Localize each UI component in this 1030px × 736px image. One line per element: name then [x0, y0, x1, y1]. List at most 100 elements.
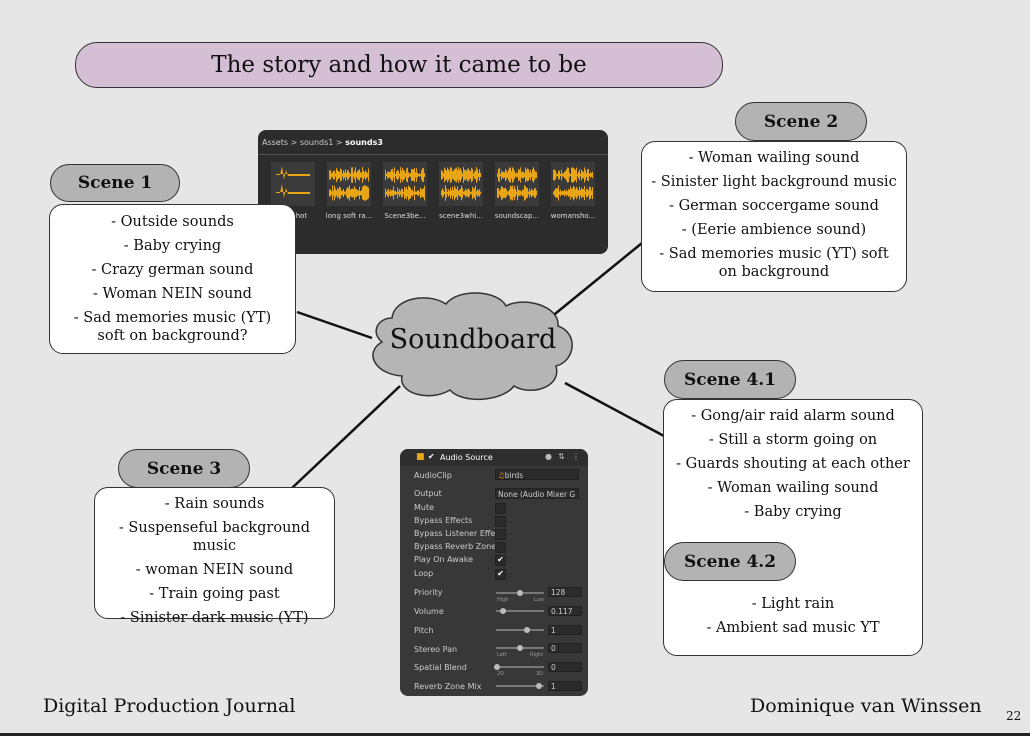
volume-input[interactable]: 0.117: [548, 606, 582, 616]
play-on-awake-checkbox[interactable]: ✔: [495, 555, 506, 566]
reverb-zone-mix-slider-handle[interactable]: [536, 683, 542, 689]
waveform-bar: [507, 172, 508, 178]
waveform-bar: [418, 189, 419, 197]
waveform-bar: [332, 172, 333, 178]
waveform-bar: [525, 186, 526, 200]
scene2-item: - (Eerie ambience sound): [681, 222, 867, 238]
waveform-bar: [560, 173, 561, 177]
waveform-bar: [340, 187, 341, 199]
waveform-bar: [339, 186, 340, 200]
waveform-bar: [502, 186, 503, 200]
pitch-slider-handle[interactable]: [524, 627, 530, 633]
crumb-sounds3[interactable]: sounds3: [345, 138, 383, 147]
scene1-item: - Baby crying: [123, 238, 222, 254]
waveform-bar: [367, 172, 368, 178]
waveform-bar: [349, 172, 350, 178]
asset-breadcrumb: Assets > sounds1 > sounds3: [262, 138, 383, 147]
connector-scene1: [296, 310, 373, 340]
waveform-bar: [335, 173, 336, 177]
crumb-sounds1[interactable]: sounds1: [299, 138, 334, 147]
scene42-label: Scene 4.2: [664, 542, 796, 581]
waveform-bar: [569, 189, 570, 197]
spatial-blend-slider-handle[interactable]: [494, 664, 500, 670]
loop-checkbox[interactable]: ✔: [495, 569, 506, 580]
waveform-bar: [464, 170, 465, 180]
pitch-slider[interactable]: [496, 629, 544, 631]
waveform-bar: [332, 185, 333, 201]
help-icon[interactable]: ●: [545, 452, 552, 461]
volume-slider[interactable]: [496, 610, 544, 612]
waveform-bar: [508, 191, 509, 195]
waveform-bar: [347, 187, 348, 199]
stereo-pan-slider-handle[interactable]: [517, 645, 523, 651]
settings-icon[interactable]: ⇅: [558, 452, 565, 461]
waveform-bar: [505, 187, 506, 199]
stereo-pan-input[interactable]: 0: [548, 643, 582, 653]
spatial-blend-input[interactable]: 0: [548, 662, 582, 672]
stereo-pan-label: Stereo Pan: [414, 645, 458, 654]
scene41-label: Scene 4.1: [664, 360, 796, 399]
waveform-bar: [455, 187, 456, 199]
reverb-zone-mix-input[interactable]: 1: [548, 681, 582, 691]
waveform-bar: [368, 168, 369, 182]
waveform-bar: [590, 187, 591, 199]
crumb-assets[interactable]: Assets: [262, 138, 289, 147]
waveform-bar: [421, 170, 422, 180]
spatial-blend-slider[interactable]: [496, 666, 544, 668]
waveform-bar: [342, 173, 343, 177]
pitch-input[interactable]: 1: [548, 625, 582, 635]
waveform-bar: [568, 189, 569, 197]
waveform-bar: [390, 171, 391, 179]
waveform-bar: [560, 189, 561, 197]
waveform-bar: [565, 191, 566, 195]
waveform-bar: [418, 173, 419, 177]
waveform-bar: [464, 190, 465, 196]
waveform-bar: [396, 191, 397, 195]
waveform-bar: [498, 168, 499, 182]
bypass-reverb-checkbox[interactable]: [495, 542, 506, 553]
connector-scene41: [564, 381, 665, 438]
waveform-bar: [511, 186, 512, 200]
waveform-bar: [479, 169, 480, 181]
reverb-zone-mix-slider[interactable]: [496, 685, 544, 687]
priority-label: Priority: [414, 588, 443, 597]
waveform-bar: [460, 168, 461, 182]
priority-input[interactable]: 128: [548, 587, 582, 597]
waveform-bar: [387, 171, 388, 179]
more-menu-icon[interactable]: ⋮: [572, 452, 580, 461]
page-number: 22: [1006, 709, 1022, 723]
bypass-listener-checkbox[interactable]: [495, 529, 506, 540]
waveform-bar: [444, 191, 445, 195]
audio-thumb-gunshot[interactable]: [271, 162, 315, 206]
waveform-bar: [462, 173, 463, 177]
waveform-bar: [407, 167, 408, 183]
waveform-bar: [461, 185, 462, 201]
waveform-bar: [471, 167, 472, 183]
volume-slider-handle[interactable]: [500, 608, 506, 614]
waveform-bar: [587, 189, 588, 197]
speaker-icon: ■: [416, 452, 425, 462]
waveform-bar: [451, 190, 452, 196]
play-on-awake-label: Play On Awake: [414, 555, 473, 564]
waveform-bar: [561, 169, 562, 181]
waveform-bar: [472, 168, 473, 182]
waveform-bar: [585, 169, 586, 181]
waveform-bar: [531, 188, 532, 198]
volume-label: Volume: [414, 607, 444, 616]
waveform-bar: [586, 188, 587, 198]
waveform-bar: [351, 167, 352, 183]
bypass-effects-label: Bypass Effects: [414, 516, 473, 525]
audioclip-field[interactable]: ♫birds: [495, 469, 579, 480]
waveform-bar: [334, 185, 335, 201]
bypass-effects-checkbox[interactable]: [495, 516, 506, 527]
enabled-checkbox[interactable]: ✔: [428, 452, 435, 461]
output-field[interactable]: None (Audio Mixer G: [495, 488, 579, 499]
waveform-bar: [416, 168, 417, 182]
waveform-bar: [388, 188, 389, 198]
mute-checkbox[interactable]: [495, 503, 506, 514]
waveform-bar: [338, 189, 339, 197]
waveform-bar: [450, 167, 451, 183]
waveform-bar: [386, 173, 387, 177]
priority-slider-handle[interactable]: [517, 590, 523, 596]
waveform-bar: [385, 170, 386, 180]
